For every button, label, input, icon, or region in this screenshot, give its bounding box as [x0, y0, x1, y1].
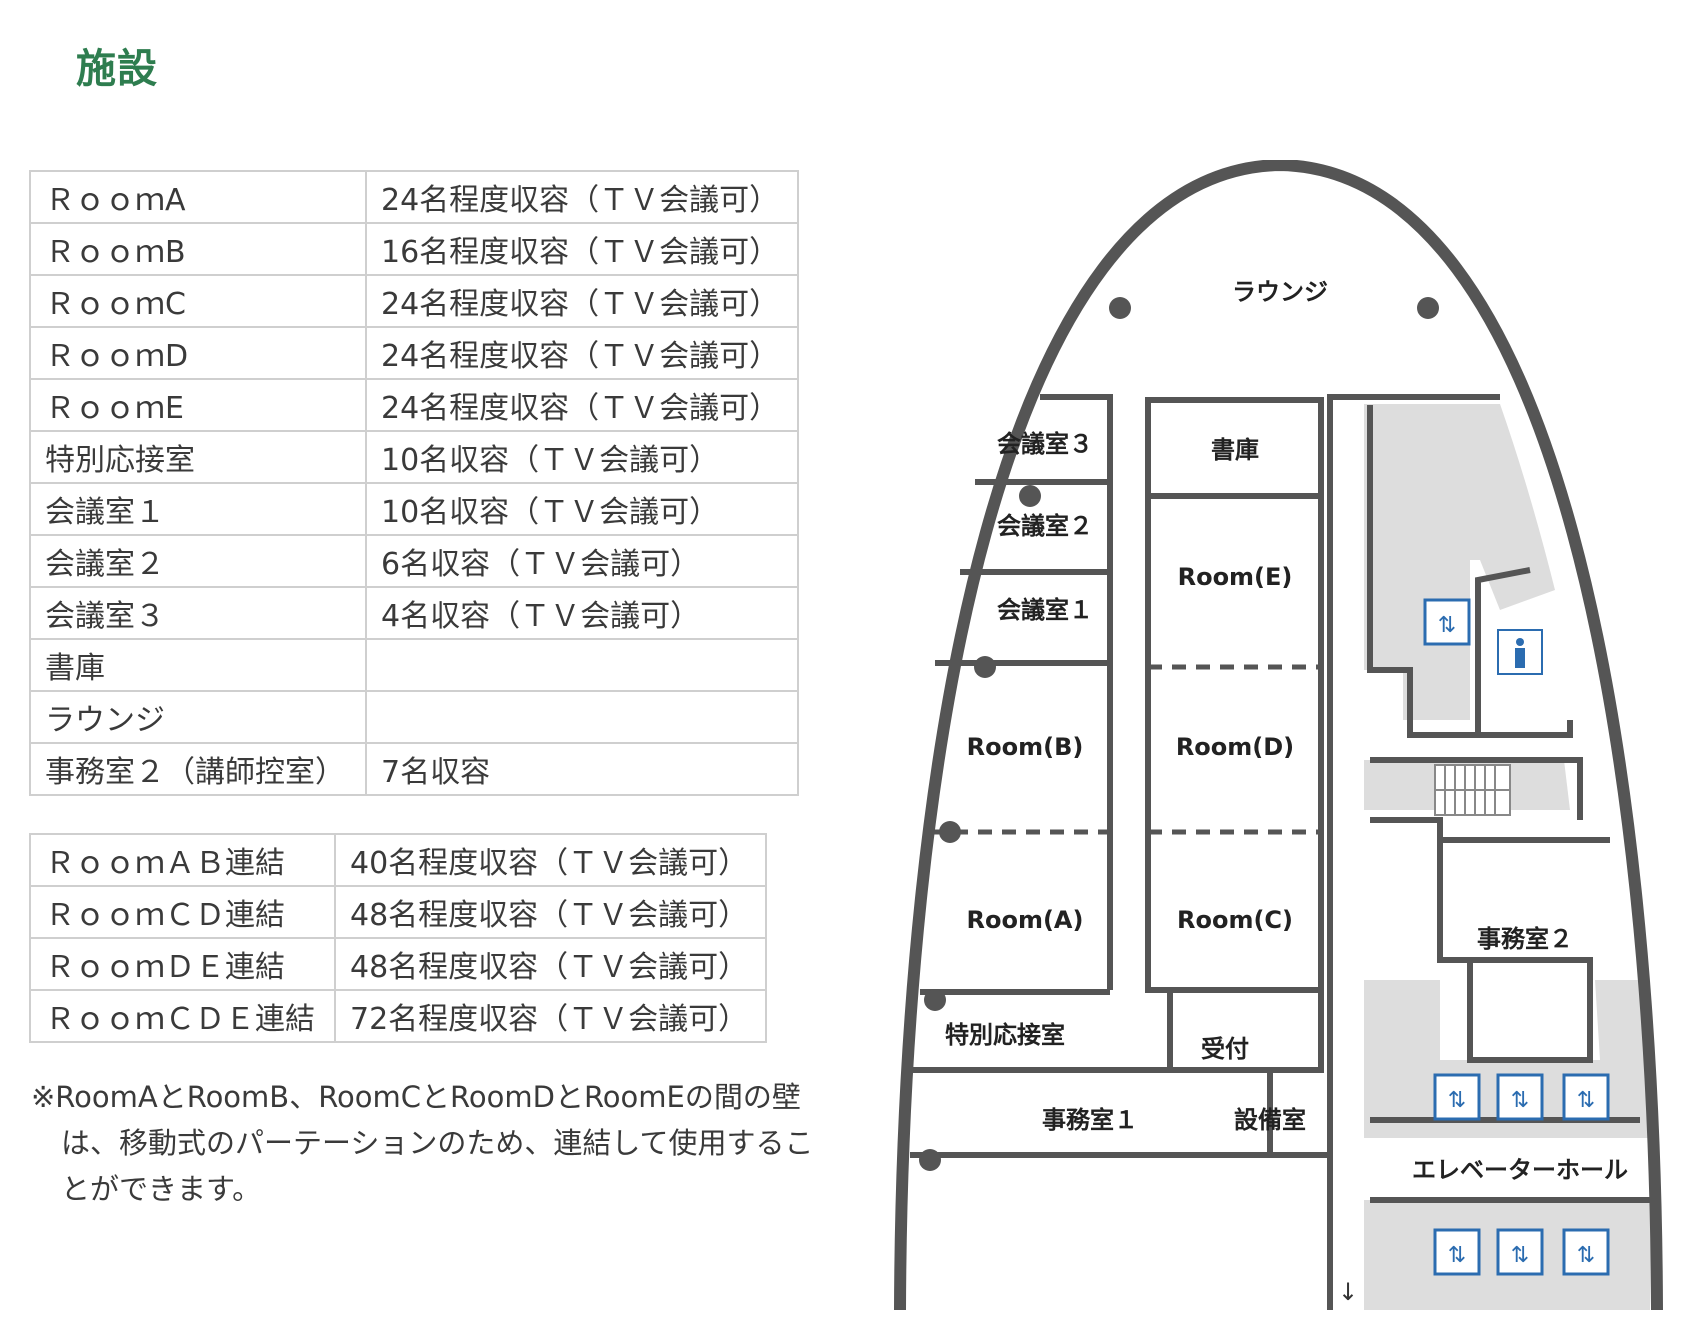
room-name: 会議室２	[29, 534, 367, 588]
label-room-c: Room(C)	[1177, 906, 1293, 934]
svg-text:⇅: ⇅	[1511, 1088, 1529, 1113]
room-name: ＲｏｏｍE	[29, 378, 367, 432]
label-kaigi3: 会議室３	[997, 430, 1093, 458]
label-jimu1: 事務室１	[1042, 1106, 1138, 1134]
room-capacity	[365, 690, 799, 744]
label-room-e: Room(E)	[1178, 563, 1293, 591]
table-row: ラウンジ	[29, 690, 799, 744]
elevator-icon: ⇅	[1562, 1073, 1610, 1121]
service-area	[1364, 404, 1555, 720]
room-capacity: 48名程度収容（ＴＶ会議可）	[334, 937, 767, 991]
label-ev-hall: エレベーターホール	[1412, 1156, 1628, 1184]
label-kaigi2: 会議室２	[997, 512, 1093, 540]
room-capacity: 10名収容（ＴＶ会議可）	[365, 482, 799, 536]
label-setsubi: 設備室	[1234, 1106, 1306, 1134]
elevator-icon: ⇅	[1423, 598, 1471, 646]
room-name: ＲｏｏｍD	[29, 326, 367, 380]
room-capacity	[365, 638, 799, 692]
room-name: 事務室２（講師控室）	[29, 742, 367, 796]
room-name: ＲｏｏｍＣＤ連結	[29, 885, 336, 939]
elevator-icons: ⇅ ⇅ ⇅ ⇅ ⇅ ⇅ ⇅	[1423, 598, 1610, 1276]
elevator-icon: ⇅	[1562, 1228, 1610, 1276]
room-name: 会議室１	[29, 482, 367, 536]
floor-plan: ⇅ ⇅ ⇅ ⇅ ⇅ ⇅ ⇅ ↓ ラウンジ 会議室３ 会議室２ 会議室１ 書庫 R…	[894, 160, 1663, 1311]
svg-text:⇅: ⇅	[1577, 1243, 1595, 1268]
label-jimu2: 事務室２	[1477, 925, 1573, 953]
elevator-icon: ⇅	[1496, 1073, 1544, 1121]
room-name: ＲｏｏｍC	[29, 274, 367, 328]
room-capacity: 72名程度収容（ＴＶ会議可）	[334, 989, 767, 1043]
label-room-a: Room(A)	[967, 906, 1084, 934]
room-capacity: 24名程度収容（ＴＶ会議可）	[365, 326, 799, 380]
outer-wall	[894, 160, 1663, 1311]
label-uketsuke: 受付	[1201, 1035, 1249, 1063]
svg-text:⇅: ⇅	[1448, 1243, 1466, 1268]
table-row: 書庫	[29, 638, 799, 692]
stairs	[1434, 764, 1511, 816]
room-capacity: 10名収容（ＴＶ会議可）	[365, 430, 799, 484]
room-name: 会議室３	[29, 586, 367, 640]
room-capacity: 7名収容	[365, 742, 799, 796]
svg-text:⇅: ⇅	[1511, 1243, 1529, 1268]
svg-text:⇅: ⇅	[1438, 613, 1456, 638]
label-room-d: Room(D)	[1176, 733, 1294, 761]
room-name: ＲｏｏｍB	[29, 222, 367, 276]
room-name: ラウンジ	[29, 690, 367, 744]
room-capacity: 40名程度収容（ＴＶ会議可）	[334, 833, 767, 887]
room-capacity: 24名程度収容（ＴＶ会議可）	[365, 170, 799, 224]
down-arrow-icon: ↓	[1338, 1278, 1358, 1306]
room-name: ＲｏｏｍＤＥ連結	[29, 937, 336, 991]
svg-text:⇅: ⇅	[1448, 1088, 1466, 1113]
room-name: ＲｏｏｍA	[29, 170, 367, 224]
room-capacity: 24名程度収容（ＴＶ会議可）	[365, 274, 799, 328]
page-title: 施設	[76, 46, 158, 92]
label-kaigi1: 会議室１	[997, 596, 1093, 624]
restroom-icon	[1497, 629, 1543, 675]
room-name: 特別応接室	[29, 430, 367, 484]
label-lounge: ラウンジ	[1232, 278, 1328, 306]
partition-note: ※RoomAとRoomB、RoomCとRoomDとRoomEの間の壁は、移動式の…	[31, 1080, 814, 1206]
label-tokubetsu: 特別応接室	[945, 1021, 1065, 1049]
room-capacity: 24名程度収容（ＴＶ会議可）	[365, 378, 799, 432]
table-row: 事務室２（講師控室）7名収容	[29, 742, 799, 796]
room-capacity: 4名収容（ＴＶ会議可）	[365, 586, 799, 640]
svg-text:⇅: ⇅	[1577, 1088, 1595, 1113]
room-capacity: 6名収容（ＴＶ会議可）	[365, 534, 799, 588]
room-name: ＲｏｏｍＡＢ連結	[29, 833, 336, 887]
room-name: 書庫	[29, 638, 367, 692]
columns	[919, 297, 1439, 1171]
room-name: ＲｏｏｍＣＤＥ連結	[29, 989, 336, 1043]
room-capacity: 16名程度収容（ＴＶ会議可）	[365, 222, 799, 276]
elevator-icon: ⇅	[1433, 1228, 1481, 1276]
room-capacity: 48名程度収容（ＴＶ会議可）	[334, 885, 767, 939]
elevator-icon: ⇅	[1496, 1228, 1544, 1276]
elevator-icon: ⇅	[1433, 1073, 1481, 1121]
label-shoko: 書庫	[1211, 436, 1259, 464]
label-room-b: Room(B)	[967, 733, 1084, 761]
